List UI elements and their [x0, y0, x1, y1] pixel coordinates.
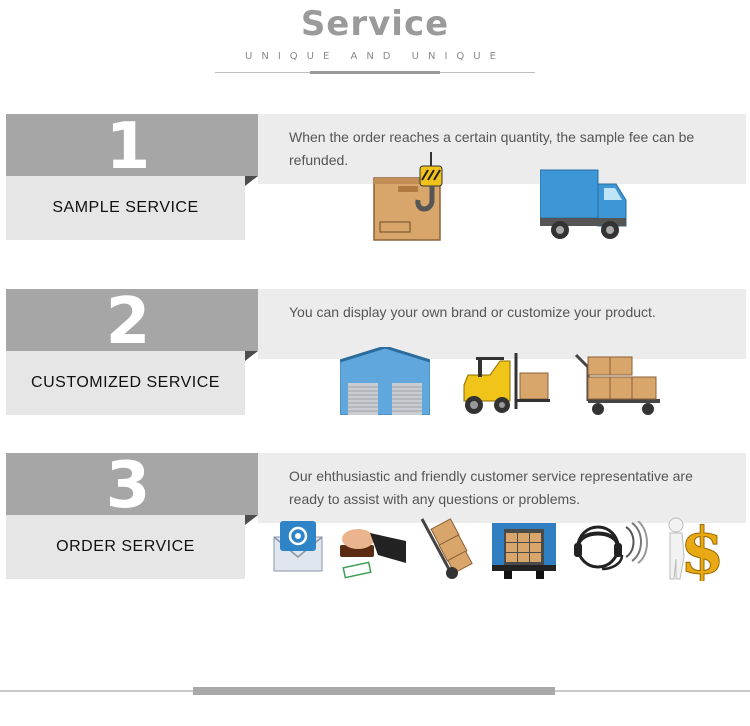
section-label: SAMPLE SERVICE — [6, 176, 245, 240]
service-section-3: 3 ORDER SERVICE Our ehthusiastic and fri… — [0, 453, 750, 583]
page-title: Service — [300, 4, 450, 44]
svg-text:$: $ — [680, 514, 725, 581]
dollar-figure-icon: $ — [668, 514, 725, 581]
section-number: 3 — [6, 453, 258, 518]
hand-truck-icon — [420, 518, 473, 579]
crane-hook-box-icon — [373, 152, 443, 241]
loaded-truck-icon — [492, 523, 556, 579]
stamp-icon — [340, 529, 406, 579]
email-icon — [273, 521, 323, 572]
section-description: You can display your own brand or custom… — [289, 304, 656, 320]
ribbon-fold — [245, 515, 258, 525]
description-panel — [258, 453, 746, 523]
section-label: CUSTOMIZED SERVICE — [6, 351, 245, 415]
description-panel — [258, 114, 746, 184]
description-panel — [258, 289, 746, 359]
section-description: Our ehthusiastic and friendly customer s… — [289, 468, 693, 507]
delivery-truck-icon — [540, 169, 627, 239]
forklift-icon — [463, 353, 550, 414]
footer-divider-accent — [193, 687, 555, 695]
section-description: When the order reaches a certain quantit… — [289, 129, 695, 168]
page-subtitle: UNIQUE AND UNIQUE — [245, 51, 505, 62]
section-label: ORDER SERVICE — [6, 515, 245, 579]
section-number: 2 — [6, 289, 258, 354]
warehouse-icon — [340, 347, 430, 415]
service-section-1: 1 SAMPLE SERVICE When the order reaches … — [0, 114, 750, 244]
service-section-2: 2 CUSTOMIZED SERVICE You can display you… — [0, 289, 750, 419]
ribbon-fold — [245, 351, 258, 361]
section-number: 1 — [6, 114, 258, 179]
customer-support-icon — [574, 521, 648, 571]
cart-with-boxes-icon — [574, 353, 660, 415]
header-divider-accent — [310, 71, 440, 74]
ribbon-fold — [245, 176, 258, 186]
